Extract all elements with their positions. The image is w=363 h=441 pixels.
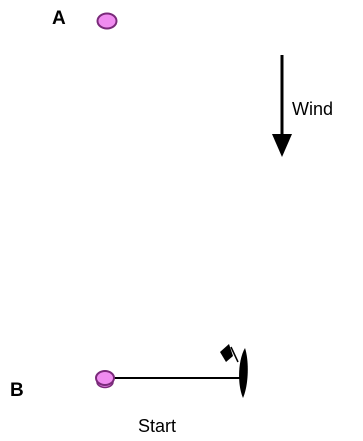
buoy-a-icon: [96, 12, 118, 30]
mark-a-label: A: [52, 8, 66, 29]
committee-boat-icon: [220, 344, 248, 398]
start-label: Start: [138, 416, 176, 436]
wind-label: Wind: [292, 99, 333, 119]
buoy-b-icon: [95, 370, 115, 389]
mark-b-label: B: [10, 380, 24, 401]
wind-arrow-icon: [272, 55, 292, 157]
